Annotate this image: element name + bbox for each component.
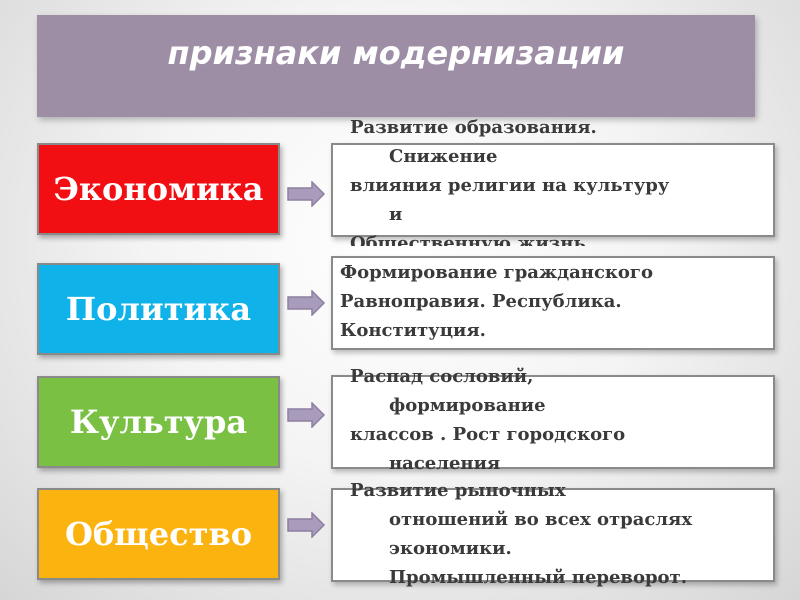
description-line: Конституция. [340, 320, 486, 341]
description-box-society [331, 488, 775, 582]
category-society: Общество [37, 488, 280, 580]
category-culture: Культура [37, 376, 280, 468]
description-box-economy [331, 143, 775, 237]
description-box-culture [331, 375, 775, 469]
category-label: Политика [65, 290, 252, 328]
description-politics: Формирование гражданского Равноправия. Р… [340, 258, 784, 345]
description-economy: Развитие образования. Снижение влияния р… [331, 113, 775, 246]
category-politics: Политика [37, 263, 280, 355]
category-label: Общество [64, 515, 253, 553]
category-label: Экономика [53, 170, 264, 208]
description-culture: Распад сословий, формирование классов . … [331, 362, 775, 478]
description-line: влияния религии на культуру [350, 175, 670, 196]
description-clip-culture: Распад сословий, формирование классов . … [331, 362, 791, 482]
description-line: и [389, 204, 403, 225]
description-box-politics [331, 256, 775, 350]
description-line: отношений во всех отраслях [389, 509, 693, 530]
description-line: Развитие образования. [350, 117, 597, 138]
description-line: Формирование гражданского [340, 262, 653, 283]
title-banner: признаки модернизации [37, 15, 755, 117]
description-line: Развитие рыночных [350, 480, 566, 501]
description-line: экономики. [389, 538, 512, 559]
category-label: Культура [69, 403, 248, 441]
page-title: признаки модернизации [167, 34, 625, 72]
description-line: населения [389, 453, 501, 474]
description-line: формирование [389, 395, 546, 416]
description-line: классов . Рост городского [350, 424, 626, 445]
description-line: Равноправия. Республика. [340, 291, 622, 312]
description-line: Общественную жизнь [350, 233, 586, 246]
arrow-right-icon [287, 402, 326, 428]
arrow-right-icon [287, 181, 326, 207]
description-line: Промышленный переворот. [389, 567, 687, 588]
description-clip-economy: Развитие образования. Снижение влияния р… [331, 113, 791, 246]
description-line: Распад сословий, [350, 366, 534, 387]
arrow-right-icon [287, 290, 326, 316]
description-society: Развитие рыночных отношений во всех отра… [331, 476, 775, 592]
description-clip-society: Развитие рыночных отношений во всех отра… [331, 476, 791, 600]
description-line: Снижение [389, 146, 498, 167]
category-economy: Экономика [37, 143, 280, 235]
arrow-right-icon [287, 512, 326, 538]
